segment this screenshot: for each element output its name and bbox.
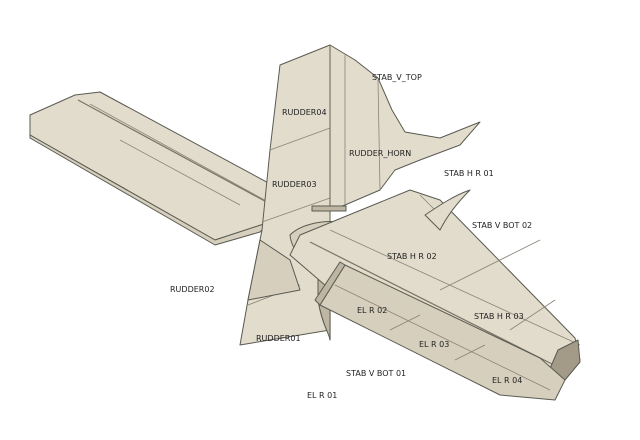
label-rudder02: RUDDER02 — [170, 285, 215, 294]
label-rudder01: RUDDER01 — [256, 334, 301, 343]
label-stab-v-bot-02: STAB V BOT 02 — [472, 221, 532, 230]
label-rudder04: RUDDER04 — [282, 108, 327, 117]
stab-h-left — [29, 91, 301, 246]
stab-h-right — [289, 189, 581, 381]
label-stab-h-r-01: STAB H R 01 — [444, 169, 494, 178]
label-el-r-01: EL R 01 — [307, 391, 337, 400]
rudder-horn — [311, 205, 347, 212]
label-stab-h-r-02: STAB H R 02 — [387, 252, 437, 261]
label-el-r-03: EL R 03 — [419, 340, 449, 349]
label-el-r-04: EL R 04 — [492, 376, 522, 385]
stab-v-bot — [424, 189, 471, 231]
label-stab-v-top: STAB_V_TOP — [372, 73, 422, 82]
elevator-right — [314, 261, 566, 401]
label-rudder03: RUDDER03 — [272, 180, 317, 189]
label-el-r-02: EL R 02 — [357, 306, 387, 315]
label-rudder-horn: RUDDER_HORN — [349, 149, 411, 158]
label-stab-h-r-03: STAB H R 03 — [474, 312, 524, 321]
label-stab-v-bot-01: STAB V BOT 01 — [346, 369, 406, 378]
